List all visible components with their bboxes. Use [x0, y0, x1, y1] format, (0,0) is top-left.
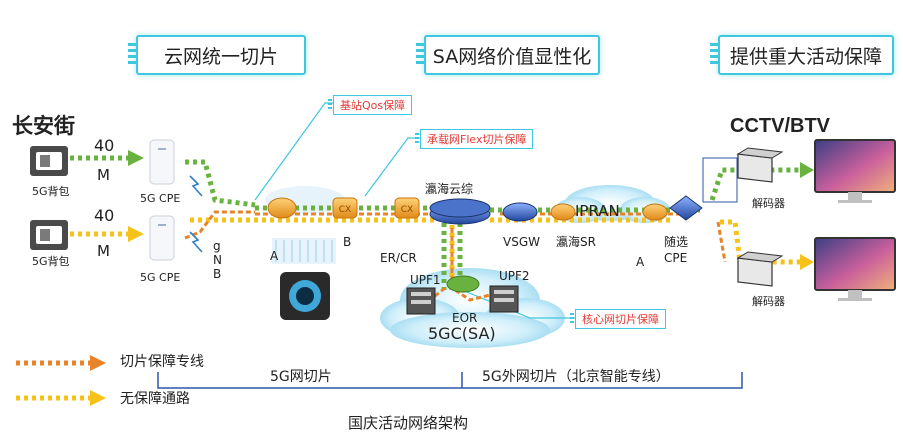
legend-slice-line-label: 切片保障专线 — [120, 354, 204, 370]
suixuan-cpe-icon — [669, 195, 703, 221]
site-a2-label: A — [636, 255, 645, 269]
rate-unit-top: M — [97, 166, 110, 184]
decoder-link-box — [702, 157, 738, 203]
callout-base-station-qos: 基站Qos保障 — [327, 95, 413, 115]
monitor-icon — [814, 139, 896, 203]
suixuan-cpe-label: CPE — [664, 251, 688, 265]
arrow-yellow-1 — [128, 226, 144, 242]
upf-server-icon — [489, 285, 519, 313]
rate-value-bottom: 40 — [94, 206, 115, 225]
banner-cloud-slice: 云网统一切片 — [128, 35, 306, 75]
cpe-label-bottom: 5G CPE — [140, 271, 181, 284]
monitor-icon — [814, 237, 896, 301]
cpe-icon — [149, 139, 175, 185]
yellow-path — [70, 217, 800, 290]
cpe-label-top: 5G CPE — [140, 192, 181, 205]
brand-label: CCTV/BTV — [730, 115, 830, 137]
site-a-label: A — [270, 249, 279, 263]
router-icon: CX — [394, 197, 420, 219]
rate-value-top: 40 — [94, 136, 115, 155]
core-label: 5GC(SA) — [428, 324, 496, 343]
arrow-green-2 — [800, 162, 814, 178]
router-icon — [267, 197, 297, 219]
location-label: 长安街 — [12, 114, 75, 138]
svg-text:CX: CX — [339, 205, 351, 215]
backpack-label-bottom: 5G背包 — [32, 255, 70, 268]
core-switch-icon — [429, 198, 491, 225]
callout-core-slice: 核心网切片保障 — [570, 309, 666, 329]
camera-icon — [280, 272, 330, 320]
rate-unit-bottom: M — [97, 242, 110, 260]
wireless-bolt-icons — [189, 175, 203, 253]
diagram-caption: 国庆活动网络架构 — [348, 414, 469, 432]
backpack-label-top: 5G背包 — [32, 185, 70, 198]
upf2-label: UPF2 — [499, 269, 530, 283]
segment-right-label: 5G外网切片（北京智能专线） — [482, 369, 670, 385]
upf1-label: UPF1 — [410, 273, 441, 287]
decoder-icon — [736, 251, 784, 287]
legend-slice-line-sample — [16, 355, 106, 371]
segment-bracket — [157, 372, 743, 389]
vsgw-icon — [502, 202, 538, 222]
banner-sa-value: SA网络价值显性化 — [416, 35, 600, 75]
eor-switch-icon — [446, 275, 480, 293]
core-cloud-shape — [380, 268, 565, 348]
banner-major-event: 提供重大活动保障 — [710, 35, 894, 75]
vsgw-label: VSGW — [503, 235, 540, 249]
haihai-cloud-label: 瀛海云综 — [425, 182, 474, 196]
upf-server-icon — [406, 287, 436, 315]
router-icon — [642, 203, 668, 221]
gnb-label-n: N — [213, 253, 222, 267]
eor-label: EOR — [452, 311, 478, 325]
backpack-icon — [30, 146, 68, 176]
decoder-label-bottom: 解码器 — [752, 295, 785, 308]
site-b-label: B — [343, 235, 352, 249]
cpe-icon — [149, 215, 175, 261]
callout-flex-slice: 承载网Flex切片保障 — [414, 129, 534, 149]
decoder-label-top: 解码器 — [752, 197, 785, 210]
router-icon: CX — [332, 197, 358, 219]
legend-no-guarantee-label: 无保障通路 — [120, 391, 190, 407]
legend-no-guarantee-sample — [16, 390, 106, 406]
ipran-label: IPRAN — [575, 202, 620, 220]
backpack-icon — [30, 220, 68, 250]
segment-left-label: 5G网切片 — [270, 369, 332, 385]
haihai-sr-label: 瀛海SR — [556, 235, 596, 249]
ercr-label: ER/CR — [380, 251, 417, 265]
suixuan-label: 随选 — [664, 235, 689, 249]
router-icon — [550, 203, 576, 221]
svg-text:CX: CX — [401, 205, 413, 215]
gnb-label-b: B — [213, 267, 222, 281]
gnb-label-g: g — [213, 239, 221, 253]
arrow-green-1 — [128, 150, 144, 166]
decoder-icon — [736, 147, 784, 183]
arrow-yellow-2 — [800, 254, 814, 270]
